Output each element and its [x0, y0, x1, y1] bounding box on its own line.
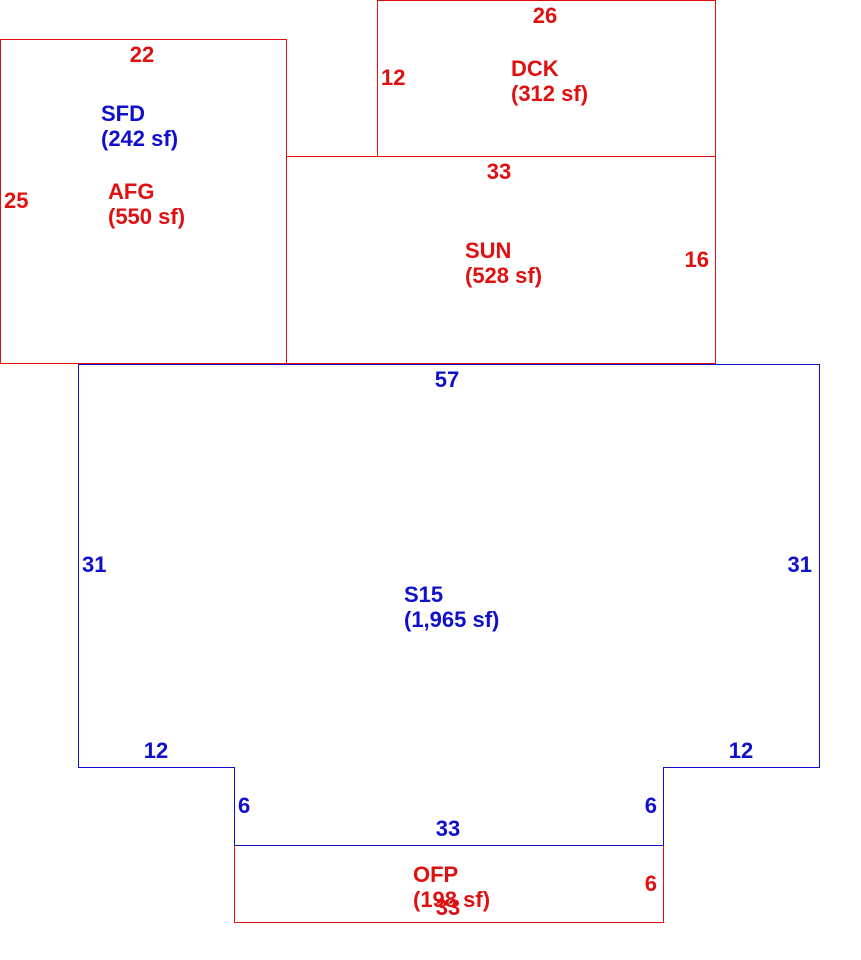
s15-label: S15 (1,965 sf)	[404, 582, 499, 632]
afg-code: AFG	[108, 179, 154, 204]
s15-step-right-dimension: 12	[729, 738, 753, 763]
afg-left-dimension: 25	[4, 188, 28, 213]
s15-right-dimension: 31	[788, 552, 812, 577]
ofp-label: OFP (198 sf)	[413, 862, 490, 912]
sun-area: (528 sf)	[465, 263, 542, 288]
ofp-area: (198 sf)	[413, 887, 490, 912]
afg-label: AFG (550 sf)	[108, 179, 185, 229]
s15-outline	[77, 363, 821, 847]
s15-step-left-dimension: 12	[144, 738, 168, 763]
s15-notch-left-dimension: 6	[238, 793, 250, 818]
dck-code: DCK	[511, 56, 559, 81]
sun-code: SUN	[465, 238, 511, 263]
dck-area: (312 sf)	[511, 81, 588, 106]
s15-left-dimension: 31	[82, 552, 106, 577]
ofp-outline	[233, 845, 665, 924]
ofp-bottom-dimension: 33	[436, 895, 460, 920]
sfd-label: SFD (242 sf)	[101, 101, 178, 151]
ofp-code: OFP	[413, 862, 458, 887]
dck-top-dimension: 26	[533, 3, 557, 28]
s15-top-dimension: 57	[435, 367, 459, 392]
sfd-code: SFD	[101, 101, 145, 126]
ofp-right-dimension: 6	[645, 871, 657, 896]
sun-outline	[285, 155, 717, 365]
afg-top-dimension: 22	[130, 42, 154, 67]
s15-bottom-dimension: 33	[436, 816, 460, 841]
dck-label: DCK (312 sf)	[511, 56, 588, 106]
sfd-area: (242 sf)	[101, 126, 178, 151]
sun-label: SUN (528 sf)	[465, 238, 542, 288]
sun-top-dimension: 33	[487, 159, 511, 184]
dck-left-dimension: 12	[381, 65, 405, 90]
s15-area: (1,965 sf)	[404, 607, 499, 632]
s15-notch-right-dimension: 6	[645, 793, 657, 818]
afg-area: (550 sf)	[108, 204, 185, 229]
sun-right-dimension: 16	[685, 247, 709, 272]
s15-code: S15	[404, 582, 443, 607]
